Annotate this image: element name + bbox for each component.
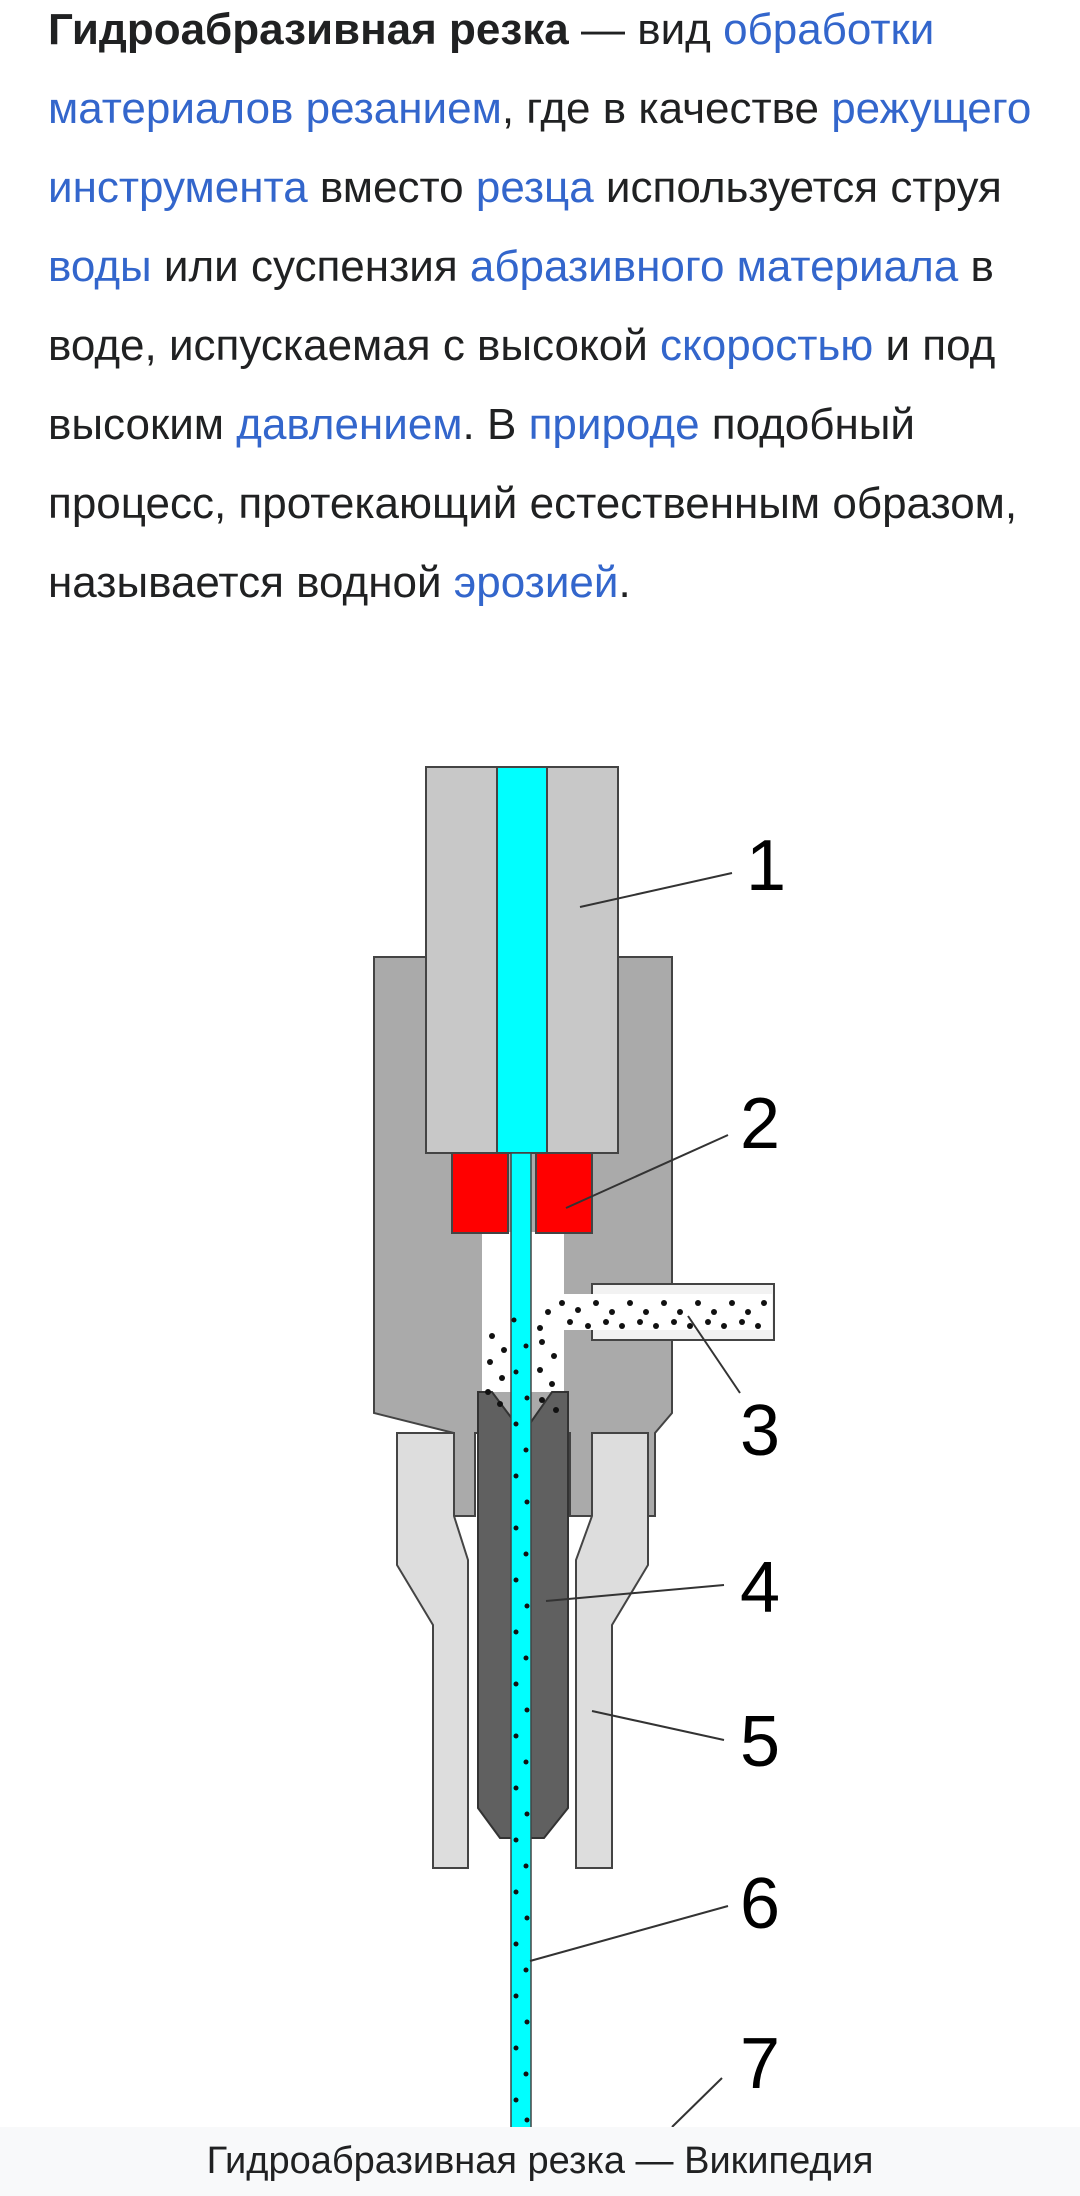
text-span: . — [618, 558, 631, 607]
text-span: подобный процесс, протекающий естественн… — [48, 400, 1018, 607]
abrasive-tube-inner — [560, 1294, 772, 1330]
text-span: , где в качестве — [501, 84, 832, 133]
caption-text: Гидроабразивная резка — Википедия — [206, 2140, 874, 2182]
link-nature[interactable]: природе — [528, 400, 700, 449]
orifice-right — [535, 1152, 593, 1234]
label-5: 5 — [740, 1702, 780, 1782]
leader-lines — [529, 872, 741, 2128]
text-span: в воде, испускаемая с высокой — [48, 242, 994, 370]
waterjet-nozzle-diagram[interactable]: 1 2 3 4 5 6 7 — [0, 730, 1080, 2130]
abrasive-particles — [485, 1300, 767, 2123]
link-erosion[interactable]: эрозией — [453, 558, 619, 607]
link-speed[interactable]: скоростью — [660, 321, 874, 370]
label-6: 6 — [740, 1864, 780, 1944]
label-2: 2 — [740, 1084, 780, 1164]
label-7: 7 — [740, 2024, 780, 2104]
link-materials-cutting[interactable]: обработки материалов резанием — [48, 5, 935, 133]
article-paragraph: Гидроабразивная резка — вид обработки ма… — [48, 0, 1048, 622]
text-span: используется струя — [593, 163, 1002, 212]
image-caption-bar[interactable]: Гидроабразивная резка — Википедия — [0, 2127, 1080, 2196]
orifice-left — [451, 1152, 509, 1234]
text-span: или суспензия — [151, 242, 470, 291]
article-term: Гидроабразивная резка — [48, 5, 569, 54]
jet-stream — [510, 1152, 532, 2129]
water-channel — [496, 766, 548, 1154]
text-span: — вид — [568, 5, 724, 54]
text-span: вместо — [307, 163, 476, 212]
text-span: и под высоким — [48, 321, 996, 449]
label-4: 4 — [740, 1548, 780, 1628]
label-3: 3 — [740, 1391, 780, 1471]
link-cutter[interactable]: резца — [475, 163, 594, 212]
guard-right — [575, 1432, 649, 1869]
label-1: 1 — [746, 826, 786, 906]
link-water[interactable]: воды — [48, 242, 152, 291]
guard-left — [396, 1432, 469, 1869]
link-abrasive[interactable]: абразивного материала — [469, 242, 959, 291]
link-cutting-tool[interactable]: режущего инструмента — [48, 84, 1032, 212]
text-span: . В — [462, 400, 529, 449]
link-pressure[interactable]: давлением — [236, 400, 463, 449]
